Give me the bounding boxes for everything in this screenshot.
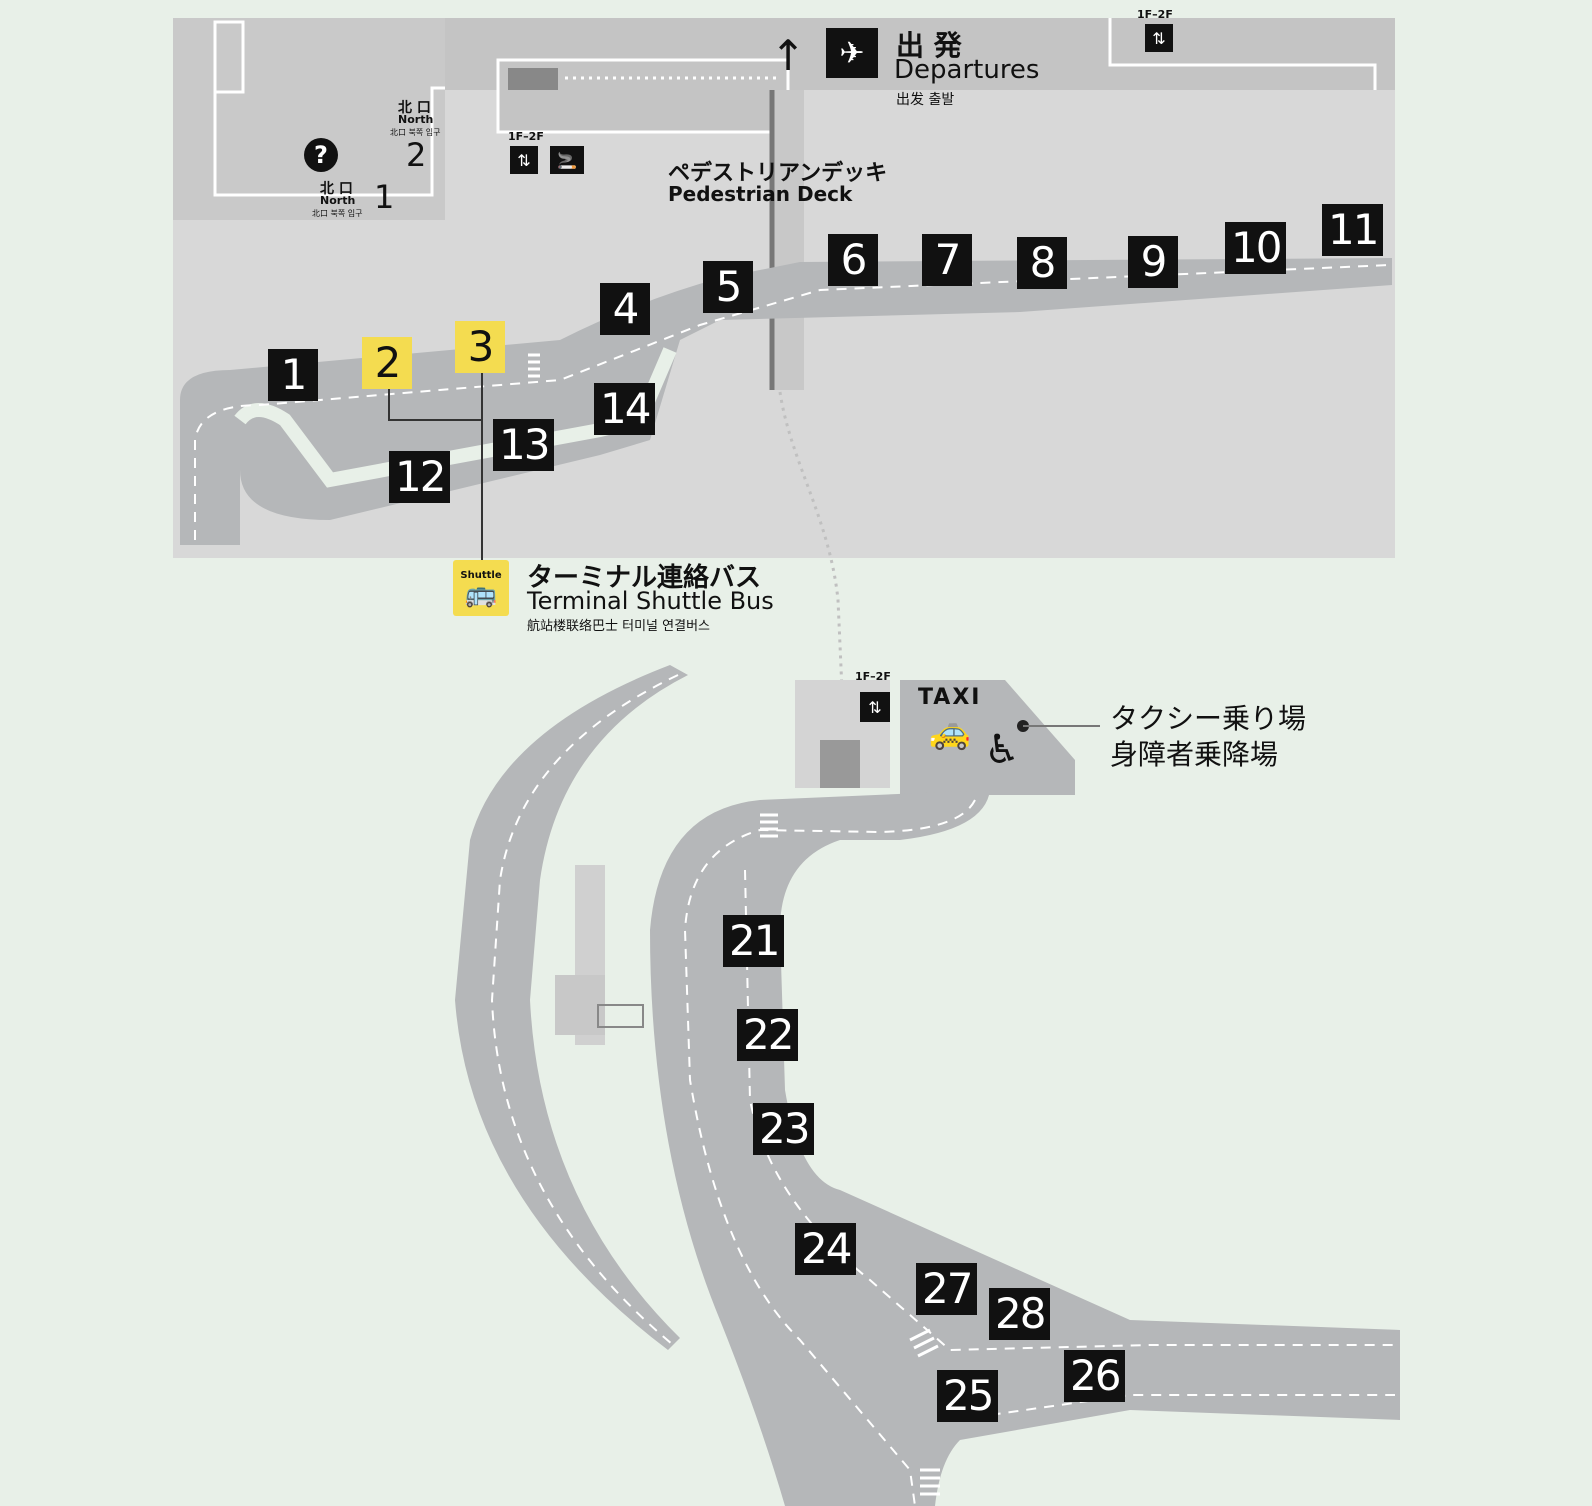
bus-stop-14: 14 (594, 383, 656, 435)
lower-left-road (455, 665, 688, 1350)
north1-jp: 北 口 (320, 181, 353, 197)
shuttle-en: Terminal Shuttle Bus (527, 587, 774, 615)
shuttle-jp: ターミナル連絡バス (527, 563, 762, 593)
escalator-icon: ⇅ (1145, 24, 1173, 52)
walkway-path (778, 391, 844, 691)
building-outline (1108, 18, 1377, 90)
shuttle-badge: Shuttle (460, 569, 502, 581)
bus-icon: 🚌 (464, 578, 498, 609)
bus-stop-2: 2 (362, 337, 412, 389)
departures-cn-kr: 出发 출발 (896, 92, 955, 108)
bus-stop-10: 10 (1225, 222, 1287, 274)
escalator-icon: ⇅ (510, 146, 538, 174)
taxi-icon: 🚕 (928, 712, 972, 752)
bus-stop-3: 3 (455, 321, 505, 373)
north1-en: North (320, 194, 356, 207)
shuttle-sub: 航站楼联络巴士 터미널 연결버스 (527, 619, 710, 634)
shuttle-sign: Shuttle 🚌 (453, 560, 509, 616)
building-outline (213, 20, 245, 94)
taxi-jp-line2: 身障者乗降場 (1110, 738, 1279, 771)
bus-stop-6: 6 (828, 234, 878, 286)
north2-jp: 北 口 (398, 100, 431, 116)
floor-label: 1F–2F (508, 130, 544, 143)
departures-jp: 出 発 (896, 29, 962, 62)
crosswalks (528, 353, 940, 1496)
deck-bridge (770, 90, 804, 390)
arrow-up-icon: ↑ (770, 30, 806, 80)
bus-stop-11: 11 (1322, 204, 1384, 256)
north2-sub: 北口 북쪽 입구 (390, 128, 441, 137)
wheelchair-icon: ♿ (984, 727, 1020, 773)
departures-en: Departures (894, 55, 1040, 85)
bus-stop-26: 26 (1064, 1350, 1126, 1402)
info-icon: ? (304, 138, 338, 172)
bus-stop-22: 22 (737, 1009, 799, 1061)
escalator-icon: ⇅ (860, 692, 890, 722)
taxi-area (900, 680, 1075, 795)
floor-label: 1F–2F (1137, 8, 1173, 21)
bus-stop-13: 13 (493, 419, 555, 471)
escalator (508, 68, 558, 90)
pedestrian-deck-jp: ペデストリアンデッキ (668, 161, 888, 186)
bus-stop-4: 4 (600, 283, 650, 335)
smoking-icon: 🚬 (550, 146, 584, 174)
north1-number: 1 (374, 178, 395, 216)
terminal-building (173, 18, 445, 220)
bus-stop-21: 21 (723, 915, 785, 967)
airplane-icon: ✈ (826, 28, 878, 78)
bus-stop-25: 25 (937, 1370, 999, 1422)
bus-stop-27: 27 (916, 1263, 978, 1315)
bus-stop-28: 28 (989, 1288, 1051, 1340)
pedestrian-deck-en: Pedestrian Deck (668, 182, 853, 206)
lane-marking (744, 869, 1395, 1352)
bus-stop-5: 5 (703, 261, 753, 313)
taxi-jp-line1: タクシー乗り場 (1110, 702, 1307, 735)
bus-stop-23: 23 (753, 1103, 815, 1155)
bus-stop-7: 7 (922, 234, 972, 286)
lane-marking (954, 1394, 1395, 1421)
north1-sub: 北口 북쪽 입구 (312, 209, 363, 218)
floor-label: 1F–2F (855, 670, 891, 683)
taxi-label: TAXI (918, 685, 982, 710)
stairs (597, 1004, 644, 1028)
escalator (820, 740, 860, 788)
bus-stop-1: 1 (268, 349, 318, 401)
bus-stop-8: 8 (1017, 237, 1067, 289)
lane-marking (683, 799, 976, 1506)
shuttle-connector (388, 388, 482, 421)
median-structure (555, 975, 605, 1035)
bus-stop-24: 24 (795, 1223, 857, 1275)
north2-en: North (398, 113, 434, 126)
lane-marking (490, 674, 679, 1345)
bus-stop-9: 9 (1128, 236, 1178, 288)
lower-right-road (650, 790, 1400, 1506)
north2-number: 2 (406, 136, 427, 174)
bus-stop-12: 12 (389, 451, 451, 503)
lane-marking (194, 264, 1391, 540)
building-outline (213, 86, 460, 197)
